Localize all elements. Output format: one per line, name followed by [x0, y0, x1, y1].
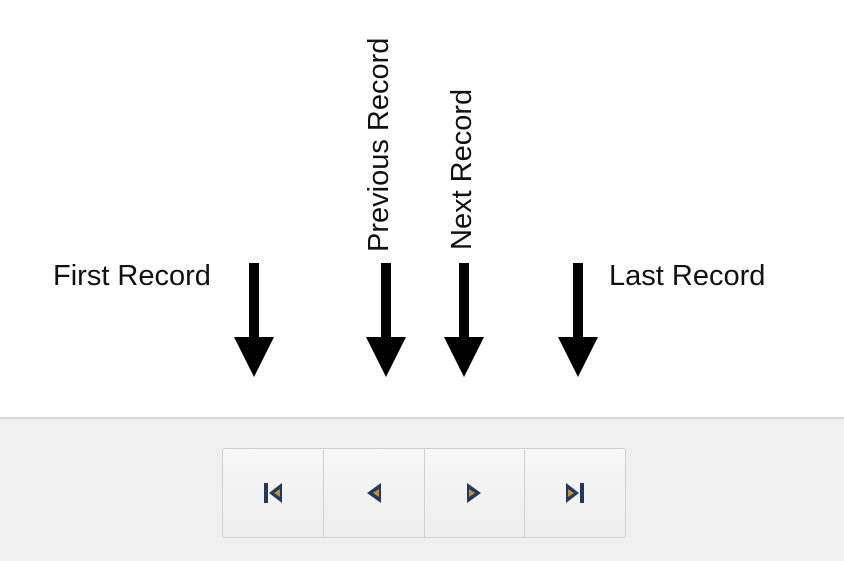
- down-arrow-icon: [234, 263, 274, 377]
- down-arrow-icon: [366, 263, 406, 377]
- previous-record-label: Previous Record: [363, 37, 395, 252]
- down-arrow-icon: [444, 263, 484, 377]
- down-arrow-icon: [558, 263, 598, 377]
- next-record-label: Next Record: [446, 88, 478, 250]
- previous-record-button[interactable]: [323, 449, 425, 537]
- last-record-button[interactable]: [525, 449, 625, 537]
- first-record-button[interactable]: [223, 449, 324, 537]
- first-record-label: First Record: [53, 260, 211, 292]
- annotation-area: First Record Previous Record Next Record…: [53, 37, 766, 377]
- last-record-label: Last Record: [609, 260, 766, 292]
- first-record-icon: [263, 483, 282, 503]
- next-record-button[interactable]: [424, 449, 526, 537]
- record-navigation-buttons: [222, 448, 626, 538]
- last-record-icon: [566, 483, 585, 503]
- record-navigation-bar: [0, 417, 844, 561]
- next-record-icon: [467, 483, 482, 503]
- previous-record-icon: [366, 483, 381, 503]
